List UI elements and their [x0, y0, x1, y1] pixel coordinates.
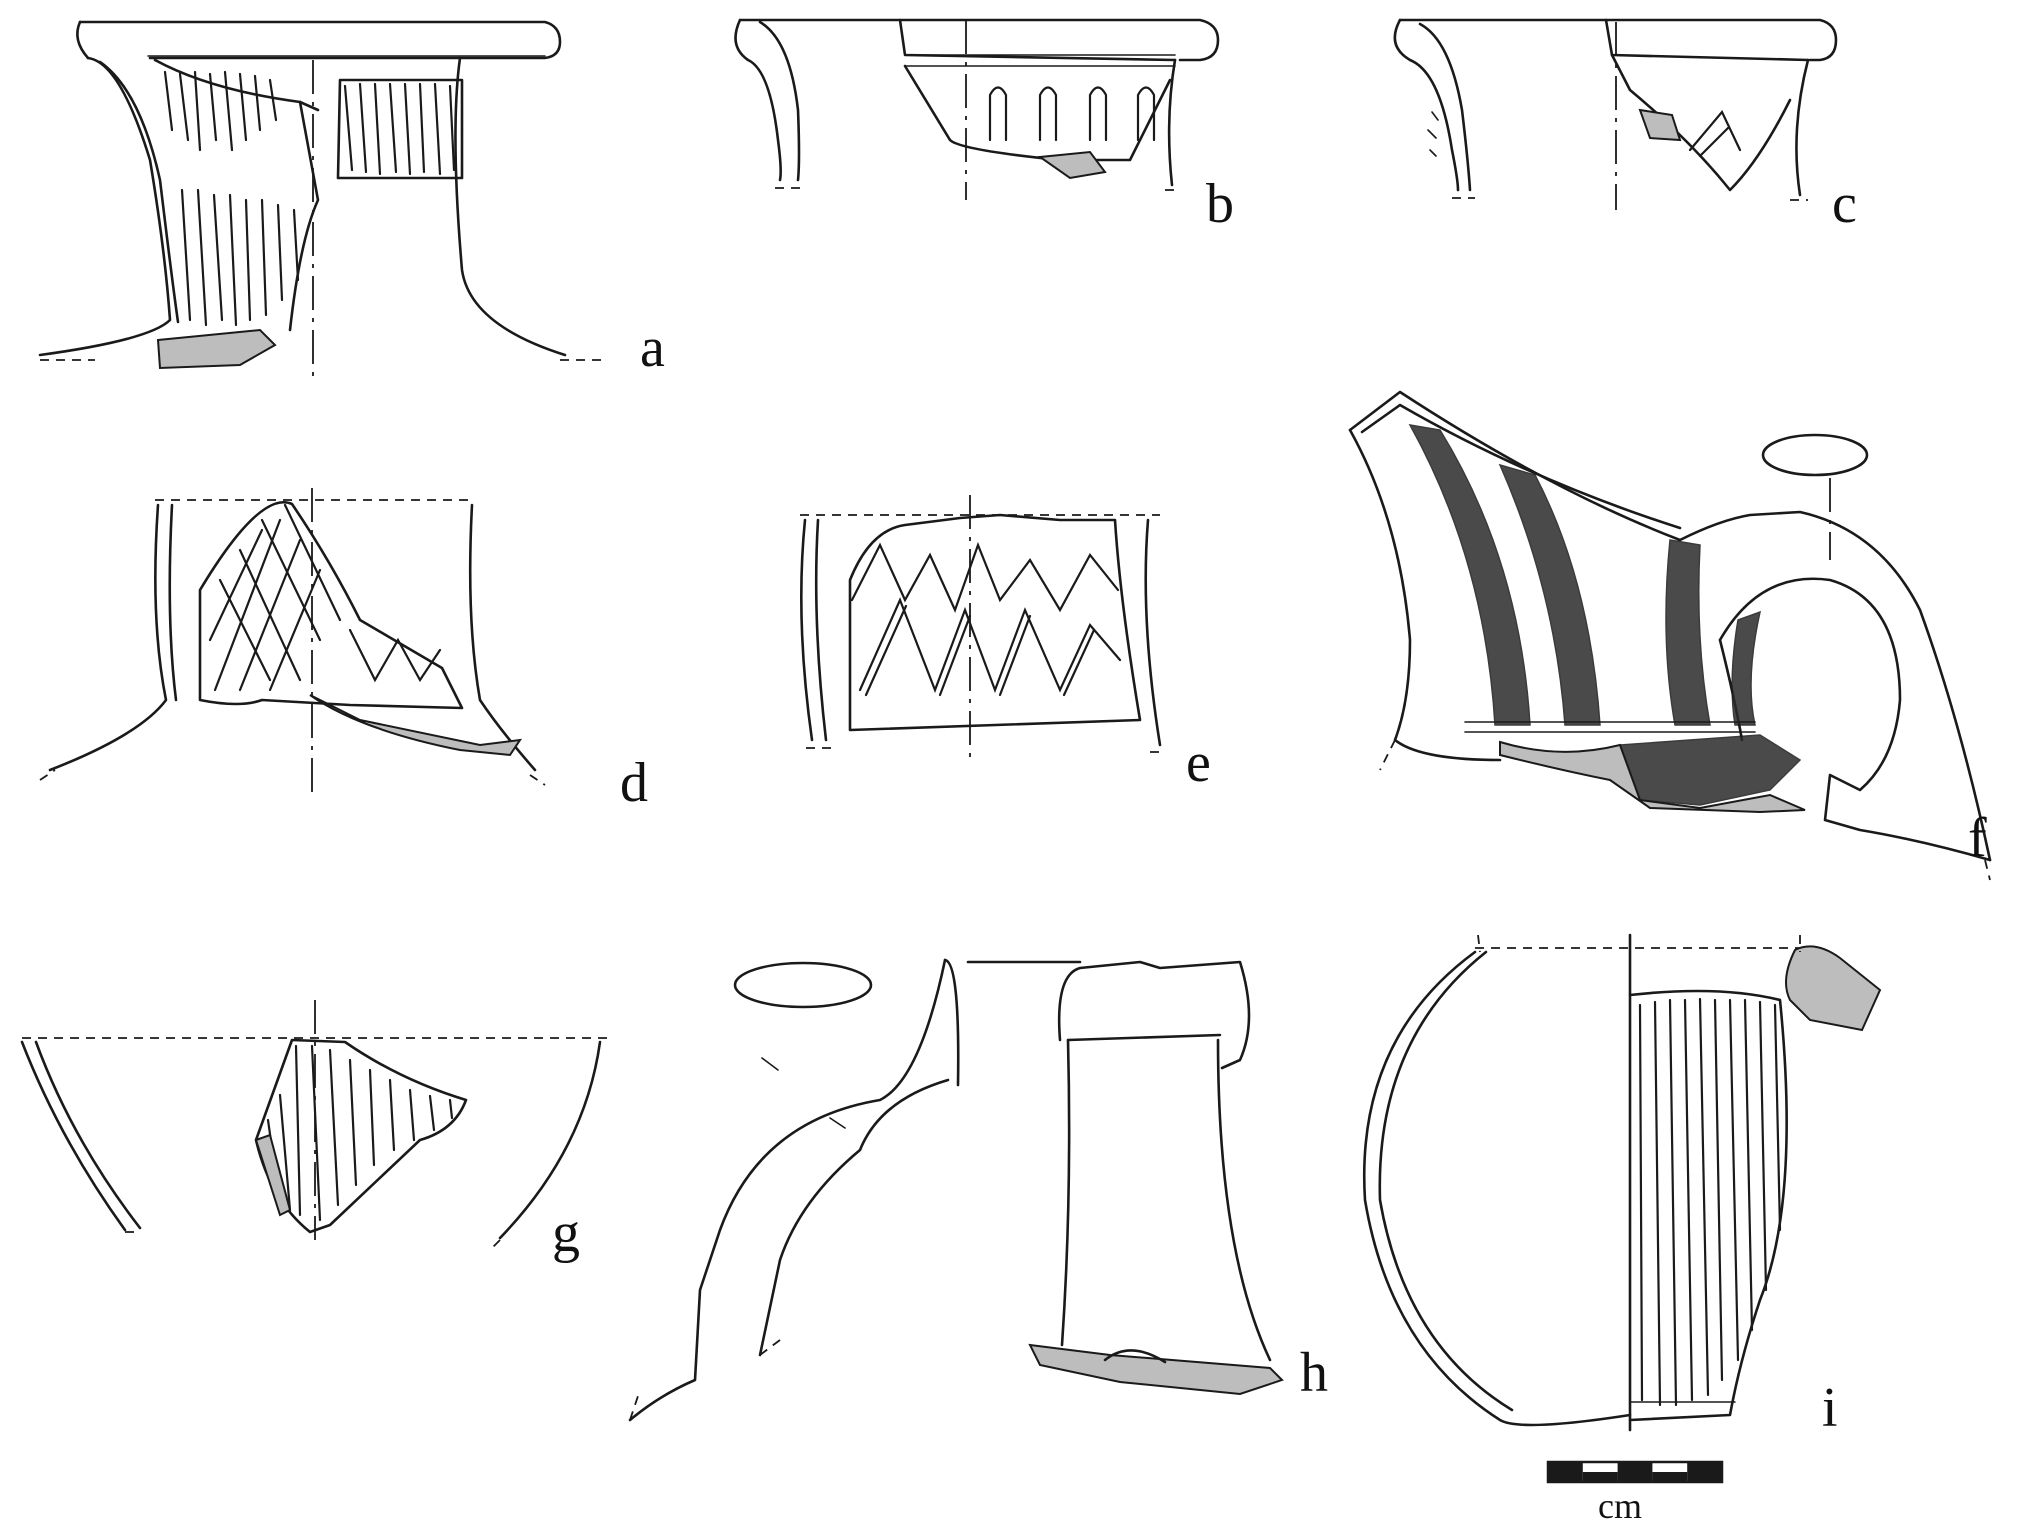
scale-bar-segment [1652, 1472, 1688, 1482]
vessel-g [20, 1000, 608, 1251]
vessel-a [38, 20, 605, 380]
vessel-d [39, 488, 546, 800]
vessel-e [800, 495, 1165, 760]
figure-label-c: c [1832, 173, 1857, 235]
vessel-i [1362, 933, 1882, 1432]
vessel-a-incisions [163, 70, 456, 327]
figure-label-b: b [1206, 173, 1234, 235]
vessel-g-stripes [266, 1044, 454, 1222]
vessel-i-fluting [1638, 997, 1782, 1407]
vessel-b-incisions [988, 86, 1156, 142]
figure-label-e: e [1186, 732, 1211, 794]
vessel-h [628, 958, 1284, 1422]
vessel-f-paint-bands [1408, 424, 1802, 806]
scale-bar-segment [1582, 1472, 1618, 1482]
figure-label-g: g [552, 1202, 580, 1264]
vessel-b [734, 18, 1220, 200]
figure-label-i: i [1822, 1377, 1838, 1439]
vessel-c [1393, 18, 1838, 210]
scale-bar [1546, 1460, 1724, 1484]
scale-bar-segment [1617, 1462, 1653, 1482]
vessel-d-lattice [208, 503, 442, 692]
scale-bar-segment [1548, 1462, 1583, 1482]
scale-bar-unit: cm [1598, 1486, 1642, 1526]
scale-bar-segment [1687, 1462, 1722, 1482]
vessel-e-zigzag [850, 541, 1122, 697]
figure-label-d: d [620, 752, 648, 814]
figure-label-h: h [1300, 1342, 1328, 1404]
vessel-f [1348, 390, 1992, 881]
figure-label-a: a [640, 317, 665, 379]
figure-label-f: f [1968, 807, 1987, 869]
